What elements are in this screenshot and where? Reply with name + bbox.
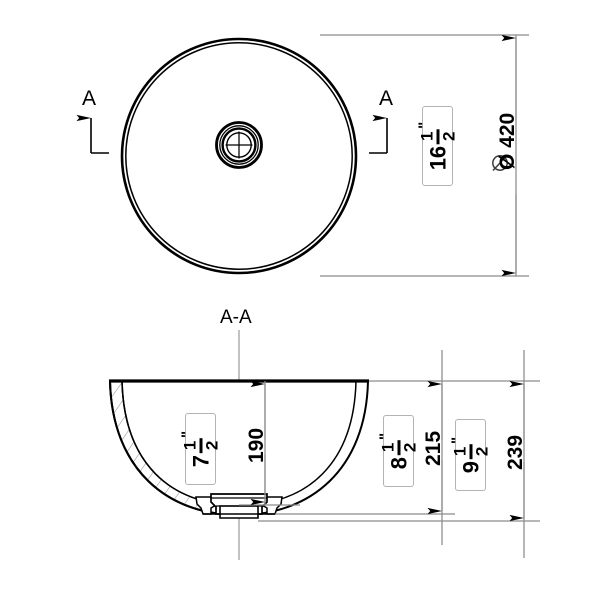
drain-section-detail: [195, 493, 283, 519]
fraction-numerator: 1: [378, 442, 397, 453]
section-marker-label-left: A: [82, 87, 97, 110]
imperial-value-diameter: 16 1 2 ": [415, 121, 458, 171]
section-marker-label-right: A: [379, 87, 394, 110]
inch-mark: ": [376, 432, 393, 440]
imperial-bracket-diameter: 16 1 2 ": [415, 106, 458, 186]
imperial-whole-number: 7: [187, 454, 213, 468]
imperial-value-215: 8 1 2 ": [376, 432, 419, 470]
diameter-symbol: [492, 154, 508, 172]
imperial-whole-number: 9: [457, 460, 483, 474]
diameter-dimension-line: [492, 34, 517, 277]
section-marker-left: [76, 114, 109, 154]
inch-mark: ": [415, 121, 432, 129]
dimension-value-239: 239: [504, 434, 527, 470]
imperial-whole-number: 16: [424, 145, 450, 171]
plan-view-geometry: [120, 37, 358, 275]
section-extension-lines: [239, 380, 540, 522]
dimension-value-190: 190: [245, 427, 268, 463]
imperial-value-239: 9 1 2 ": [448, 436, 491, 474]
imperial-whole-number: 8: [385, 456, 411, 470]
section-view-title: A-A: [220, 307, 252, 328]
imperial-bracket-190: 7 1 2 ": [178, 413, 221, 485]
fraction-numerator: 1: [417, 131, 436, 142]
imperial-bracket-215: 8 1 2 ": [376, 415, 419, 487]
fraction-numerator: 1: [180, 440, 199, 451]
plan-extension-lines: [320, 34, 529, 277]
imperial-bracket-239: 9 1 2 ": [448, 419, 491, 491]
fraction-denominator: 2: [439, 131, 458, 142]
fraction-denominator: 2: [400, 442, 419, 453]
fraction-numerator: 1: [450, 446, 469, 457]
fraction-denominator: 2: [202, 440, 221, 451]
imperial-fraction: 1 2: [417, 128, 458, 144]
imperial-fraction: 1 2: [378, 439, 419, 455]
imperial-value-190: 7 1 2 ": [178, 430, 221, 468]
section-marker-right: [369, 114, 388, 154]
drain-plan-detail: [215, 121, 263, 169]
fraction-denominator: 2: [472, 446, 491, 457]
inch-mark: ": [178, 430, 195, 438]
imperial-fraction: 1 2: [450, 443, 491, 459]
section-view-geometry: [109, 379, 369, 519]
diameter-dimension-value: Ø 420: [496, 112, 519, 170]
inch-mark: ": [448, 436, 465, 444]
imperial-fraction: 1 2: [180, 437, 221, 453]
dimension-value-215: 215: [422, 430, 445, 466]
